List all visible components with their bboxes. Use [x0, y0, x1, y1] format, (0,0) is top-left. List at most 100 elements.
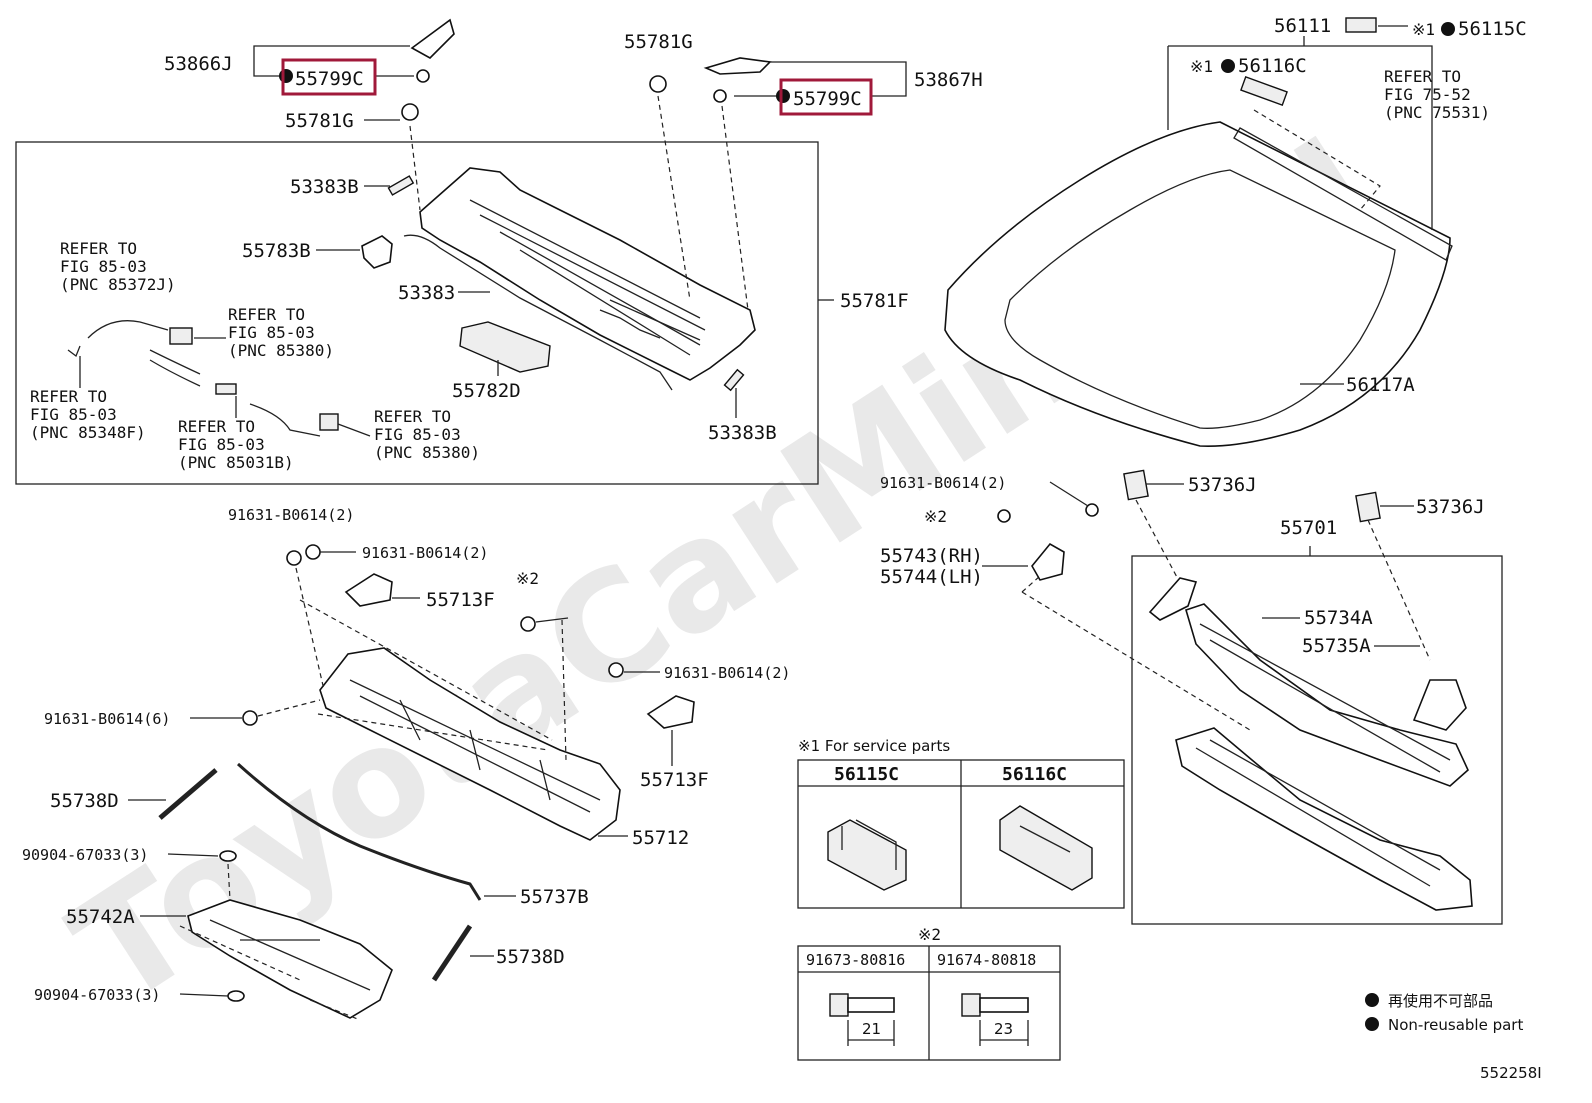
label-55701: 55701: [1280, 517, 1337, 539]
windshield-drawing: [944, 121, 1453, 447]
refer-block-3: REFER TO FIG 85-03 (PNC 85348F): [30, 387, 146, 442]
cowl-louver-drawing: [419, 167, 756, 381]
leader-55734A-55735A: [1262, 617, 1420, 647]
dash-56116C: [1253, 109, 1381, 211]
wire-harness-b-drawing: [249, 403, 321, 437]
mark-56116C: ※1: [1190, 57, 1213, 76]
label-55738D-a: 55738D: [50, 790, 119, 812]
cowl-group-box: [15, 141, 819, 485]
bracket-55735A-drawing: [1412, 679, 1467, 731]
svg-text:FIG 85-03: FIG 85-03: [228, 323, 315, 342]
wire-harness-a-drawing: [87, 320, 201, 387]
svg-text:FIG 85-03: FIG 85-03: [30, 405, 117, 424]
refer-block-2: REFER TO FIG 85-03 (PNC 85380): [228, 305, 334, 360]
svg-text:(PNC 85372J): (PNC 85372J): [60, 275, 176, 294]
bracket-55743-drawing: [1031, 542, 1065, 581]
weatherstrip-drawing: [403, 234, 673, 391]
clip-b6-drawing: [219, 850, 237, 862]
label-bolt-b7: 90904-67033(3): [34, 986, 160, 1004]
service-col-56115C: 56115C: [834, 764, 899, 785]
connector-a-drawing: [169, 327, 193, 345]
svg-text:(PNC 75531): (PNC 75531): [1384, 103, 1490, 122]
label-53383B-bottom: 53383B: [708, 422, 777, 444]
legend-dot-jp: [1365, 993, 1379, 1007]
non-reusable-dot: [1221, 59, 1235, 73]
cushion-53736J-a-drawing: [1123, 469, 1149, 501]
legend-jp: 再使用不可部品: [1388, 992, 1493, 1010]
mark-m2-a: ※2: [924, 507, 947, 526]
label-55713F-b: 55713F: [640, 769, 709, 791]
label-bolt-b5: 91631-B0614(2): [880, 474, 1006, 492]
label-55782D: 55782D: [452, 380, 521, 402]
leader-bolt-b5: [1049, 481, 1089, 507]
leader-clip-b6: [167, 853, 219, 857]
bolt-col-91674-80818: 91674-80818: [937, 951, 1036, 969]
refer-block-6: REFER TO FIG 75-52 (PNC 75531): [1384, 67, 1490, 122]
label-55781G-left: 55781G: [285, 110, 354, 132]
clip-55783B-drawing: [361, 235, 393, 269]
bolt-table: ※2 91673-80816 91674-80818 21 23: [797, 925, 1061, 1061]
label-55783B: 55783B: [242, 240, 311, 262]
leader-53866J: [253, 45, 410, 77]
cover-53867H-drawing: [703, 57, 772, 75]
refer-block-5: REFER TO FIG 85-03 (PNC 85380): [374, 407, 480, 462]
clip-55781G-top-drawing: [649, 75, 667, 93]
clip-b7-drawing: [227, 990, 245, 1002]
seal-55737B-drawing: [236, 762, 482, 901]
part-56115C-drawing: [1345, 17, 1377, 33]
bolt-dim-21: 21: [862, 1020, 881, 1038]
label-55744: 55744(LH): [880, 566, 983, 588]
highlight-box-left: [281, 58, 377, 96]
cushion-53736J-b-drawing: [1355, 491, 1381, 523]
legend-en: Non-reusable part: [1388, 1016, 1523, 1034]
svg-text:FIG 85-03: FIG 85-03: [178, 435, 265, 454]
part-55782D-drawing: [459, 321, 551, 373]
label-bolt-b6: 90904-67033(3): [22, 846, 148, 864]
label-56111: 56111: [1274, 15, 1331, 37]
dash-55781G-left: [409, 125, 421, 211]
dash-bolt-b4: [257, 699, 321, 717]
svg-text:(PNC 85380): (PNC 85380): [228, 341, 334, 360]
leader-clip-b7: [179, 993, 229, 997]
label-55799C-left: 55799C: [295, 68, 364, 90]
svg-text:REFER TO: REFER TO: [228, 305, 305, 324]
label-53736J-a: 53736J: [1188, 474, 1257, 496]
label-55743: 55743(RH): [880, 545, 983, 567]
panel-group-box: [1131, 555, 1503, 925]
label-53736J-b: 53736J: [1416, 496, 1485, 518]
clip-55799C-left-drawing: [416, 69, 430, 83]
label-bolt-b3: 91631-B0614(2): [664, 664, 790, 682]
bolt-dim-23: 23: [994, 1020, 1013, 1038]
bolt-b1-drawing: [286, 550, 302, 566]
label-56116C: 56116C: [1238, 55, 1307, 77]
dash-cowl-side: [179, 863, 361, 1021]
legend: 再使用不可部品 Non-reusable part: [1365, 992, 1523, 1034]
service-part-56115C-drawing: [827, 819, 907, 891]
bolt-b5-drawing: [1085, 503, 1099, 517]
part-56116C-drawing: [1240, 76, 1288, 106]
label-55713F-a: 55713F: [426, 589, 495, 611]
label-55737B: 55737B: [520, 886, 589, 908]
label-bolt-b1: 91631-B0614(2): [228, 506, 354, 524]
label-bolt-b2: 91631-B0614(2): [362, 544, 488, 562]
cover-53866J-drawing: [410, 18, 455, 59]
bolt-b4-drawing: [242, 710, 258, 726]
label-55799C-right: 55799C: [793, 88, 862, 110]
label-53866J: 53866J: [164, 53, 233, 75]
bolt-m2-b-drawing: [520, 616, 536, 632]
pad-top-drawing: [387, 175, 415, 196]
leader-bolt-m2-b: [535, 617, 569, 623]
label-55712: 55712: [632, 827, 689, 849]
bolt-b2-drawing: [305, 544, 321, 560]
clip-small-drawing: [67, 345, 81, 358]
svg-text:REFER TO: REFER TO: [1384, 67, 1461, 86]
label-55738D-b: 55738D: [496, 946, 565, 968]
svg-text:(PNC 85348F): (PNC 85348F): [30, 423, 146, 442]
svg-text:REFER TO: REFER TO: [30, 387, 107, 406]
non-reusable-dot: [776, 89, 790, 103]
label-56117A: 56117A: [1346, 374, 1415, 396]
leader-53867H: [734, 61, 907, 97]
diagram-id: 552258I: [1480, 1064, 1542, 1082]
bolt-b3-drawing: [608, 662, 624, 678]
connector-b-drawing: [319, 413, 339, 431]
